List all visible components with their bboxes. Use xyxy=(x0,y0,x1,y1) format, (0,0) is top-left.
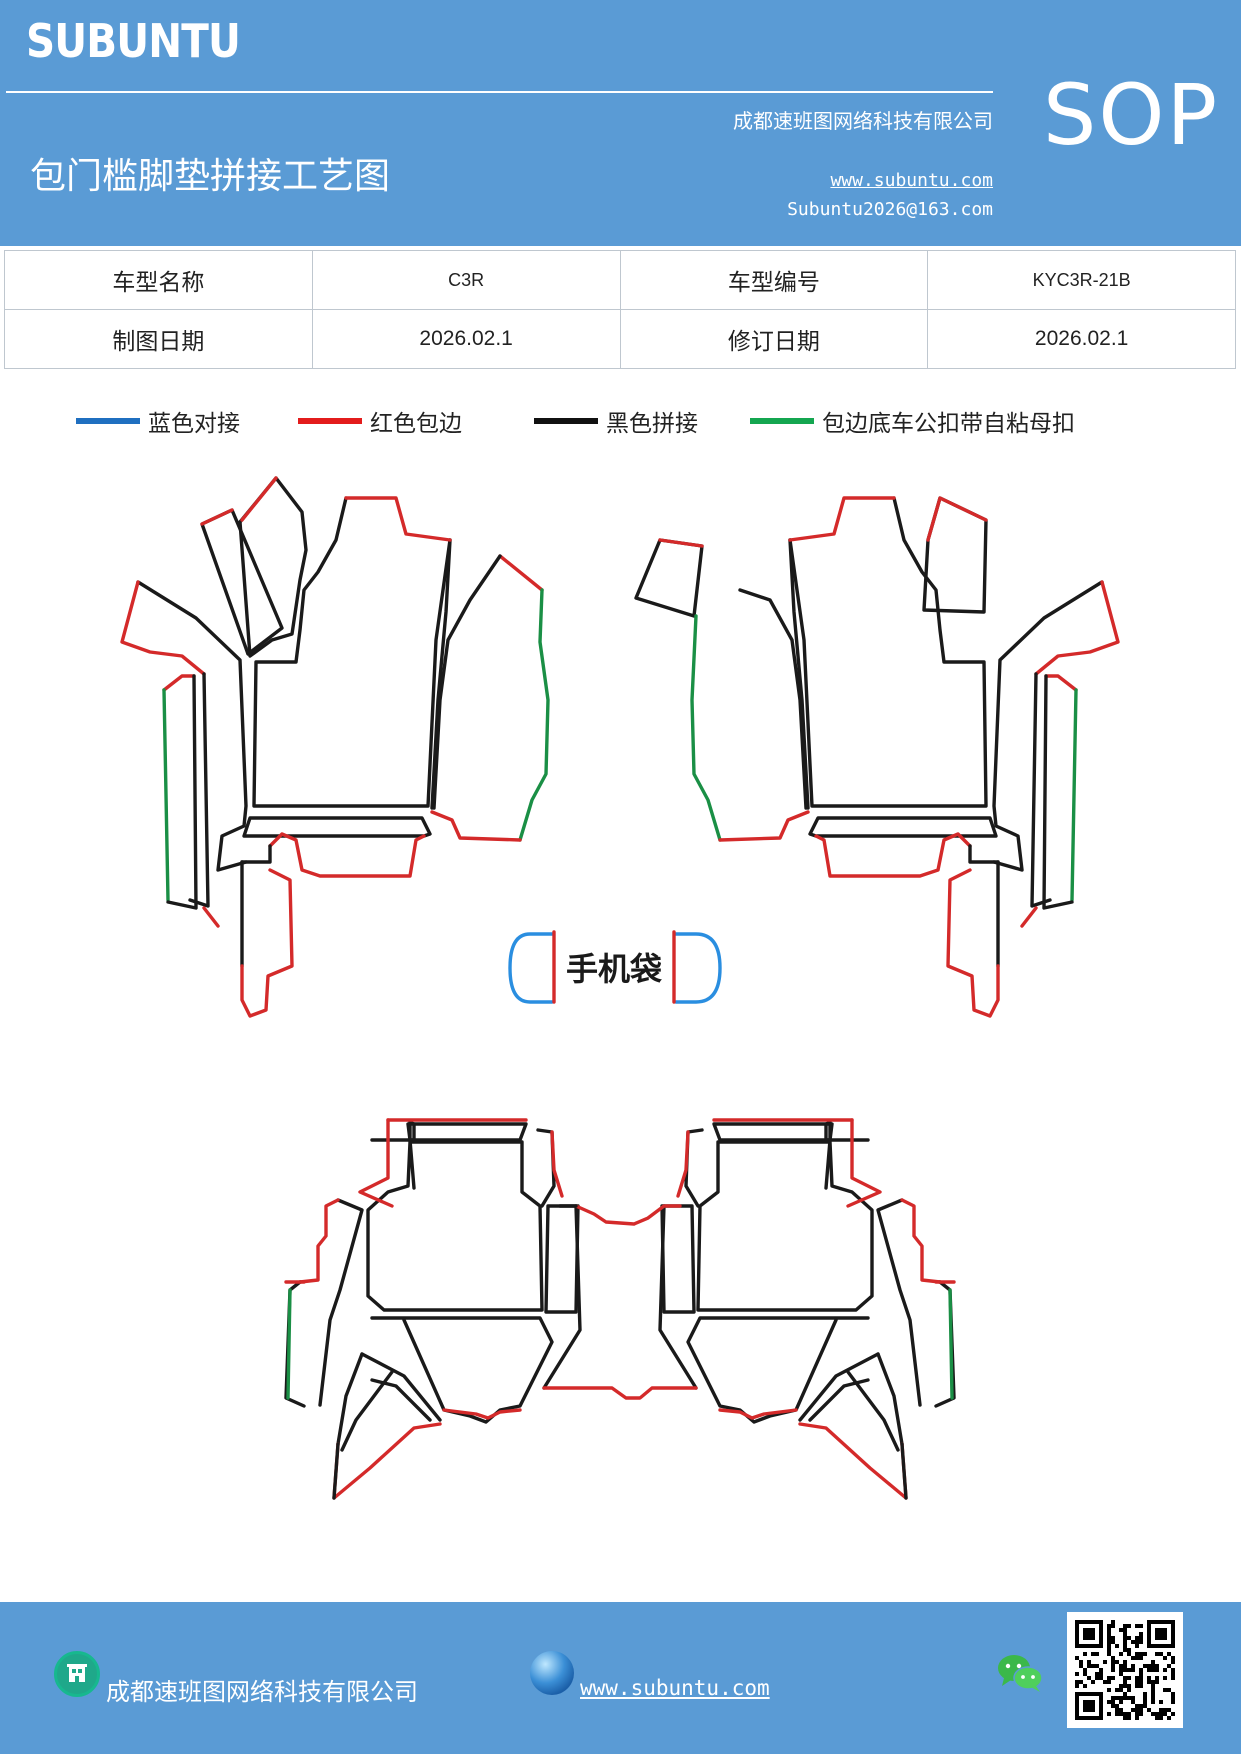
rear-center-mat xyxy=(542,1204,698,1400)
right-front-mat xyxy=(634,496,1120,1018)
building-icon xyxy=(54,1651,100,1697)
header-bar xyxy=(0,0,1241,246)
header-website-link[interactable]: www.subuntu.com xyxy=(830,170,993,191)
legend-swatch xyxy=(298,418,362,424)
revise-date-value: 2026.02.1 xyxy=(927,309,1236,369)
phone-pocket-label: 手机袋 xyxy=(566,950,662,988)
table-row: 车型名称 C3R 车型编号 KYC3R-21B xyxy=(4,250,1236,310)
sop-badge: SOP xyxy=(1043,66,1220,164)
legend-swatch xyxy=(76,418,140,424)
brand-logo: SUBUNTU xyxy=(26,14,241,68)
header-divider xyxy=(6,91,993,93)
page-title: 包门槛脚垫拼接工艺图 xyxy=(30,156,391,197)
draw-date-value: 2026.02.1 xyxy=(311,309,621,369)
legend-label: 包边底车公扣带自粘母扣 xyxy=(822,411,1075,437)
footer-website-link[interactable]: www.subuntu.com xyxy=(580,1676,770,1700)
header-company-name: 成都速班图网络科技有限公司 xyxy=(733,109,993,133)
model-name-value: C3R xyxy=(311,250,621,310)
qr-code xyxy=(1067,1612,1183,1728)
wechat-icon[interactable] xyxy=(996,1652,1044,1698)
footer-company-name: 成都速班图网络科技有限公司 xyxy=(106,1678,418,1706)
draw-date-label: 制图日期 xyxy=(4,309,313,369)
globe-icon xyxy=(530,1651,574,1695)
table-row: 制图日期 2026.02.1 修订日期 2026.02.1 xyxy=(4,309,1236,369)
legend-label: 红色包边 xyxy=(370,411,462,437)
legend-swatch xyxy=(534,418,598,424)
legend-item-black: 黑色拼接 xyxy=(534,404,698,438)
model-name-label: 车型名称 xyxy=(4,250,313,310)
floor-mat-diagram: 手机袋 xyxy=(120,476,1120,1500)
model-code-value: KYC3R-21B xyxy=(927,250,1236,310)
header-email: Subuntu2026@163.com xyxy=(787,199,993,220)
legend-label: 黑色拼接 xyxy=(606,411,698,437)
legend-item-red: 红色包边 xyxy=(298,404,462,438)
legend-label: 蓝色对接 xyxy=(148,411,240,437)
info-table: 车型名称 C3R 车型编号 KYC3R-21B 制图日期 2026.02.1 修… xyxy=(4,250,1236,369)
revise-date-label: 修订日期 xyxy=(619,309,929,369)
model-code-label: 车型编号 xyxy=(619,250,929,310)
legend: 蓝色对接 红色包边 黑色拼接 包边底车公扣带自粘母扣 xyxy=(0,404,1241,444)
phone-pocket xyxy=(508,930,722,1004)
legend-item-green: 包边底车公扣带自粘母扣 xyxy=(750,404,1075,438)
legend-item-blue: 蓝色对接 xyxy=(76,404,240,438)
rear-right-mat xyxy=(660,1118,956,1500)
rear-left-mat xyxy=(284,1118,580,1500)
legend-swatch xyxy=(750,418,814,424)
left-front-mat xyxy=(120,476,550,1018)
